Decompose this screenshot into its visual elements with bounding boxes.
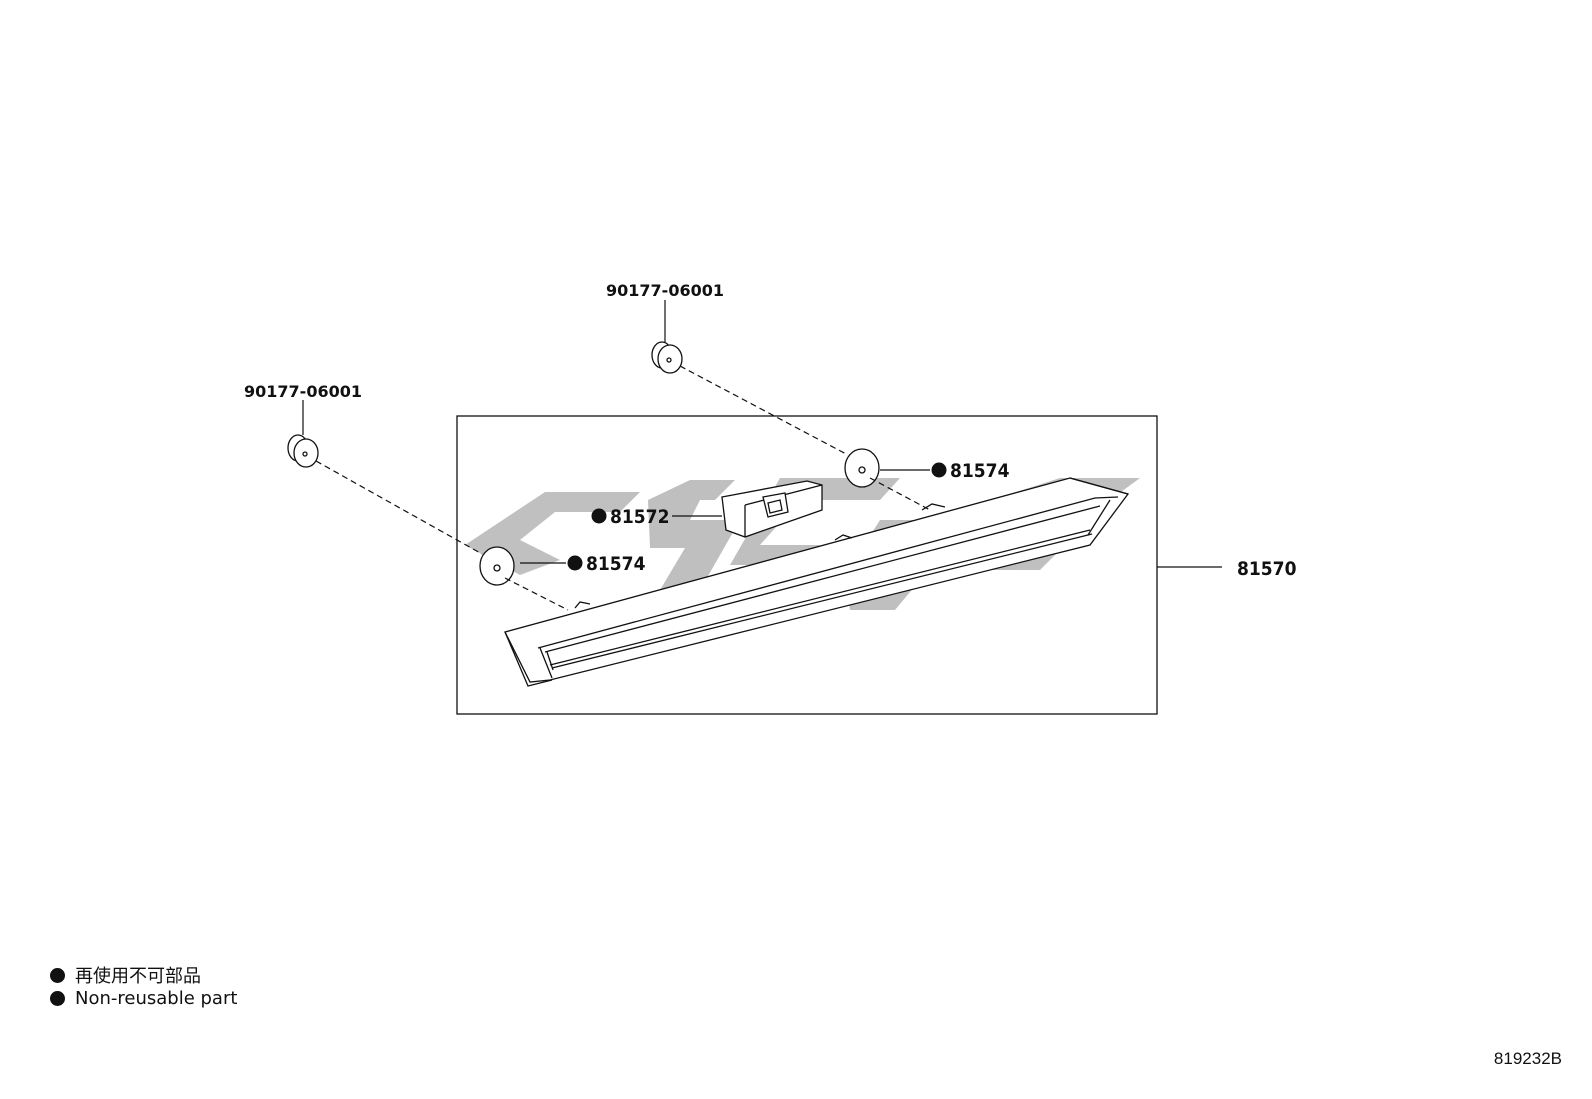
callout-assembly: 81570 [1237,558,1297,580]
callout-seal-lower: 81574 [586,553,646,575]
grommet-upper [651,341,683,374]
grommet-left [287,434,319,468]
legend-dot [50,991,65,1006]
legend-text-jp: 再使用不可部品 [75,966,201,987]
non-reusable-dot [567,555,583,571]
callout-grommet-left: 90177-06001 [244,382,362,401]
bracket-part [721,480,823,538]
non-reusable-dot [591,508,607,524]
high-mount-stop-lamp [504,477,1130,687]
legend-text-en: Non-reusable part [75,988,238,1009]
callout-bracket: 81572 [610,506,669,528]
legend-row-en: Non-reusable part [50,988,237,1009]
legend-dot [50,967,65,983]
figure-id: 819232B [1493,1049,1562,1068]
callout-seal-upper: 81574 [950,460,1010,482]
leader-lines [302,300,1222,568]
seal-upper [844,448,880,488]
assembly-lines [315,365,931,611]
assembly-box [456,415,1158,715]
seal-lower [479,546,515,586]
non-reusable-dot [931,462,947,478]
legend-row-jp: 再使用不可部品 [50,962,201,988]
callout-grommet-upper: 90177-06001 [606,281,724,300]
